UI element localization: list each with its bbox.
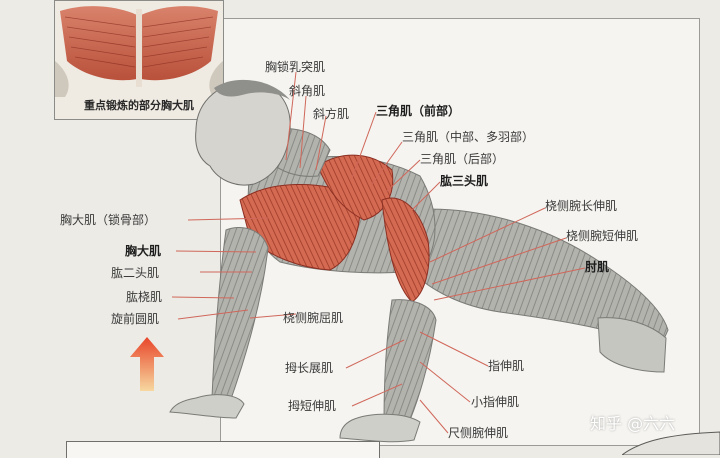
up-arrow-icon [130,337,164,391]
label-extensor-carpi-ulnaris: 尺侧腕伸肌 [448,426,509,440]
hair [214,79,290,100]
triceps-highlight [381,197,430,303]
label-scalenes: 斜角肌 [289,84,326,98]
caption-box-edge [66,441,380,458]
leader-lines [171,71,586,434]
label-abductor-pollicis-longus: 拇长展肌 [285,361,334,375]
inset-caption: 重点锻炼的部分胸大肌 [84,99,194,112]
watermark: 知乎 @六六 [590,414,676,433]
label-pronator-teres: 旋前圆肌 [111,312,160,326]
label-sternocleidomastoid: 胸锁乳突肌 [265,60,326,74]
chest-inset: 重点锻炼的部分胸大肌 [54,0,224,120]
label-pec-major: 胸大肌 [125,244,162,258]
label-deltoid-anterior: 三角肌（前部） [376,104,461,118]
label-extensor-digiti-minimi: 小指伸肌 [471,395,520,409]
label-flexor-carpi-radialis: 桡侧腕屈肌 [283,311,344,325]
label-extensor-digitorum: 指伸肌 [488,359,525,373]
label-biceps: 肱二头肌 [111,266,160,280]
label-extensor-pollicis-brevis: 拇短伸肌 [288,399,337,413]
right-hand [339,413,421,443]
label-ext-carpi-radialis-longus: 桡侧腕长伸肌 [545,199,618,213]
left-arm [211,226,269,399]
pectoralis-major-highlight [239,184,361,271]
left-hand [169,394,245,419]
label-deltoid-middle: 三角肌（中部、多羽部） [402,130,535,144]
label-ext-carpi-radialis-brevis: 桡侧腕短伸肌 [566,229,639,243]
label-deltoid-posterior: 三角肌（后部） [420,152,505,166]
label-trapezius: 斜方肌 [313,107,350,121]
label-anconeus: 肘肌 [585,260,610,274]
chest-inset-illustration [55,1,223,119]
label-triceps: 肱三头肌 [440,174,489,188]
label-pec-major-clavicular: 胸大肌（锁骨部） [60,213,157,227]
feet [597,317,667,373]
right-forearm [383,299,437,421]
label-brachioradialis: 肱桡肌 [126,290,163,304]
